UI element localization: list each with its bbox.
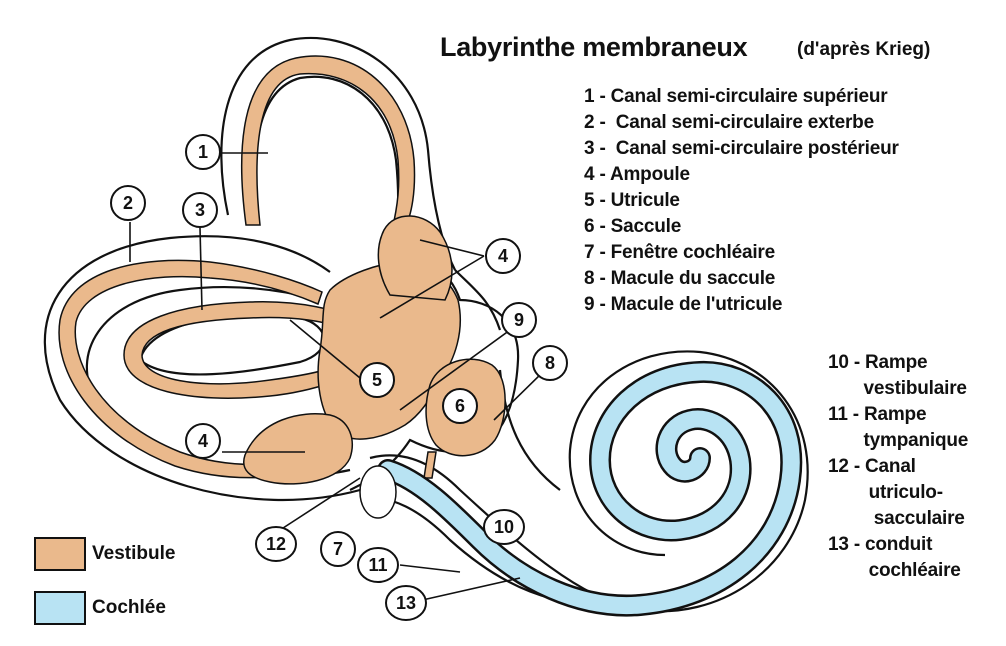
legend-item: sacculaire: [828, 506, 968, 532]
vestibule-shapes: [59, 56, 505, 484]
legend-item: utriculo-: [828, 480, 968, 506]
superior-canal: [242, 56, 415, 230]
callout-number: 6: [455, 396, 465, 416]
legend-item: cochléaire: [828, 558, 968, 584]
diagram-subtitle: (d'après Krieg): [797, 39, 930, 61]
callout-3: 3: [183, 193, 217, 227]
legend-item: tympanique: [828, 428, 968, 454]
callout-4: 4: [486, 239, 520, 273]
callout-12: 12: [256, 527, 296, 561]
legend-item: 13 - conduit: [828, 532, 968, 558]
legend-item: 8 - Macule du saccule: [584, 266, 899, 292]
legend-item: 10 - Rampe: [828, 350, 968, 376]
legend-item: vestibulaire: [828, 376, 968, 402]
callout-1: 1: [186, 135, 220, 169]
legend-list-lower: 10 - Rampe vestibulaire 11 - Rampe tympa…: [828, 350, 968, 584]
callout-number: 1: [198, 142, 208, 162]
callout-number: 13: [396, 593, 416, 613]
callout-2: 2: [111, 186, 145, 220]
legend-item: 7 - Fenêtre cochléaire: [584, 240, 899, 266]
callout-number: 2: [123, 193, 133, 213]
callout-8: 8: [533, 346, 567, 380]
callout-10: 10: [484, 510, 524, 544]
callout-13: 13: [386, 586, 426, 620]
legend-item: 3 - Canal semi-circulaire postérieur: [584, 136, 899, 162]
callout-number: 4: [498, 246, 508, 266]
callout-number: 11: [368, 555, 387, 575]
utriculo-saccular-duct: [424, 452, 436, 478]
callout-5: 5: [360, 363, 394, 397]
vestibule-color-swatch: [34, 537, 86, 571]
legend-list-upper: 1 - Canal semi-circulaire supérieur 2 - …: [584, 84, 899, 318]
round-window: [360, 466, 396, 518]
vestibule-key-label: Vestibule: [92, 543, 175, 565]
callout-number: 12: [266, 534, 286, 554]
legend-item: 12 - Canal: [828, 454, 968, 480]
callout-9: 9: [502, 303, 536, 337]
callout-number: 5: [372, 370, 382, 390]
callout-11: 11: [358, 548, 398, 582]
cochlee-key-label: Cochlée: [92, 597, 166, 619]
callout-number: 7: [333, 539, 343, 559]
legend-item: 1 - Canal semi-circulaire supérieur: [584, 84, 899, 110]
legend-item: 5 - Utricule: [584, 188, 899, 214]
callout-number: 10: [494, 517, 514, 537]
cochlee-color-swatch: [34, 591, 86, 625]
callout-7: 7: [321, 532, 355, 566]
legend-item: 2 - Canal semi-circulaire exterbe: [584, 110, 899, 136]
callout-number: 4: [198, 431, 208, 451]
callout-number: 9: [514, 310, 524, 330]
diagram-title: Labyrinthe membraneux: [440, 32, 747, 63]
legend-item: 9 - Macule de l'utricule: [584, 292, 899, 318]
callout-4: 4: [186, 424, 220, 458]
legend-item: 4 - Ampoule: [584, 162, 899, 188]
callout-number: 3: [195, 200, 205, 220]
legend-item: 11 - Rampe: [828, 402, 968, 428]
callout-number: 8: [545, 353, 555, 373]
callout-6: 6: [443, 389, 477, 423]
legend-item: 6 - Saccule: [584, 214, 899, 240]
ampulla-inferior: [244, 414, 352, 484]
